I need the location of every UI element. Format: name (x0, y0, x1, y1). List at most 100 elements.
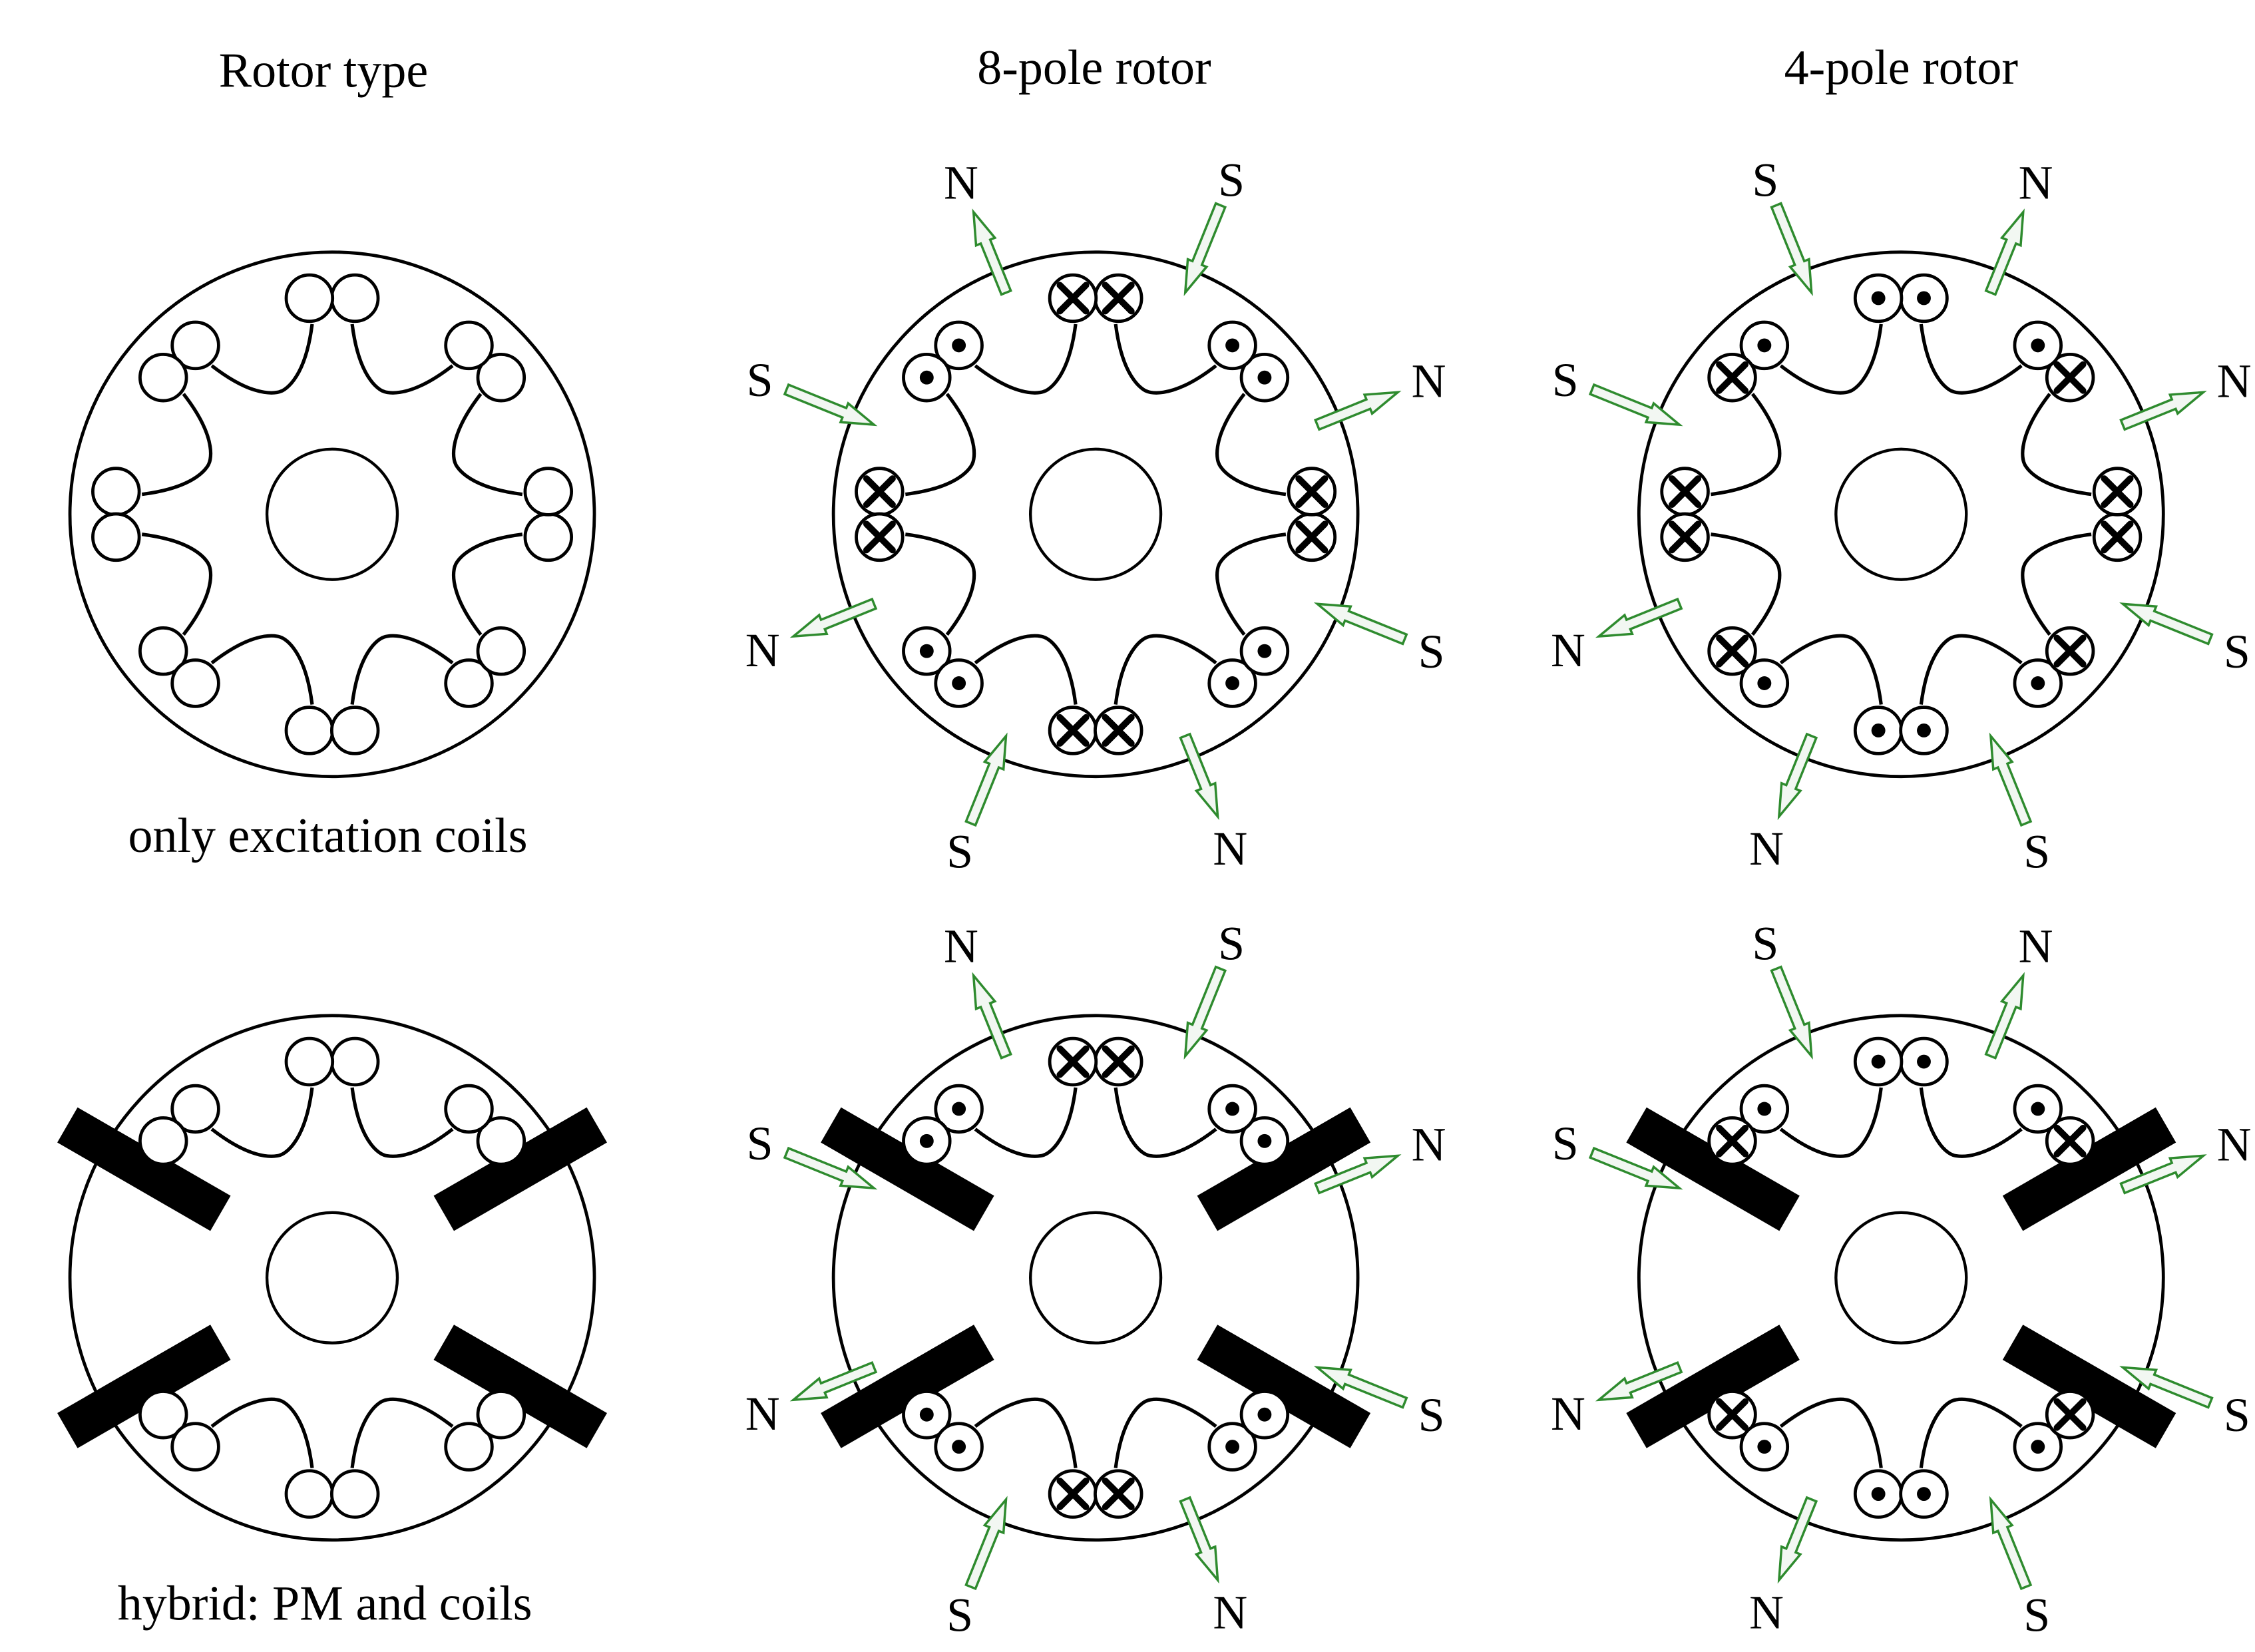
current-dot-symbol (1257, 1407, 1272, 1422)
conductor-slot (444, 658, 494, 708)
current-dot-symbol (2031, 1440, 2045, 1454)
current-dot-symbol (1917, 1054, 1931, 1069)
pole-label-north: N (2019, 919, 2053, 972)
pole-face (350, 1087, 454, 1158)
pole-label-south: S (2023, 1588, 2050, 1641)
field-arrow (1595, 1360, 1683, 1402)
current-cross-symbol (2053, 1124, 2087, 1157)
current-cross-symbol (2101, 475, 2134, 509)
conductor-slot (284, 706, 335, 755)
current-cross-symbol (2053, 361, 2087, 394)
pole-label-north: N (745, 1387, 780, 1440)
pole-face (974, 323, 1078, 395)
field-arrow (1595, 597, 1683, 638)
current-cross-symbol (1716, 361, 1749, 394)
permanent-magnet (1626, 1325, 1800, 1448)
pole-label-north: N (1551, 1387, 1585, 1440)
current-dot-symbol (952, 1440, 966, 1454)
current-cross-symbol (1102, 1045, 1135, 1078)
permanent-magnet (1197, 1325, 1371, 1448)
field-arrow (1314, 391, 1402, 431)
pole-face (451, 532, 523, 636)
field-arrow (1777, 1496, 1818, 1584)
field-arrow (2119, 391, 2207, 431)
pole-label-south: S (747, 353, 773, 407)
current-dot-symbol (919, 370, 934, 385)
current-dot-symbol (1757, 1440, 1772, 1454)
pole-face (905, 393, 976, 497)
pole-face (1215, 532, 1287, 636)
current-dot-symbol (2031, 676, 2045, 690)
field-arrow (972, 972, 1012, 1060)
current-dot-symbol (1871, 1487, 1886, 1501)
pole-label-south: S (1752, 153, 1778, 206)
shaft (1028, 447, 1163, 581)
conductor-slot (284, 273, 335, 323)
pole-face (1114, 1087, 1217, 1158)
pole-face (1114, 323, 1217, 395)
field-arrow (964, 1496, 1008, 1591)
pole-face (905, 532, 976, 636)
field-arrow (789, 1360, 878, 1402)
current-dot-symbol (1871, 723, 1886, 737)
current-dot-symbol (1225, 1440, 1240, 1454)
current-dot-symbol (1225, 1102, 1240, 1116)
pole-face (974, 1397, 1078, 1468)
conductor-slot (476, 626, 526, 676)
conductor-slot (329, 1469, 380, 1519)
conductor-slot (444, 1422, 494, 1472)
current-cross-symbol (1716, 634, 1749, 668)
header-4-pole-rotor: 4-pole rotor (1784, 41, 2018, 95)
current-dot-symbol (1917, 723, 1931, 737)
current-cross-symbol (1056, 1478, 1090, 1510)
pole-face (1779, 1087, 1883, 1158)
field-arrow (1588, 383, 1683, 427)
current-dot-symbol (1225, 676, 1240, 690)
conductor-slot (284, 1469, 335, 1519)
field-arrow (783, 383, 878, 427)
field-arrow (1770, 965, 1813, 1060)
rotor-excitation-only (68, 250, 596, 779)
permanent-magnet (1197, 1107, 1371, 1231)
pole-face (210, 1397, 314, 1468)
conductor-slot (523, 467, 574, 516)
pole-label-north: N (1213, 822, 1247, 875)
current-dot-symbol (952, 676, 966, 690)
pole-label-north: N (944, 156, 978, 209)
pole-label-south: S (946, 1588, 973, 1641)
field-arrow (1777, 732, 1818, 821)
conductor-slot (170, 320, 220, 371)
permanent-magnet (821, 1325, 994, 1448)
field-arrow (1314, 1154, 1402, 1195)
field-arrow (1313, 1366, 1408, 1409)
current-dot-symbol (952, 338, 966, 353)
field-arrow (1588, 1146, 1683, 1190)
pole-face (2021, 393, 2092, 497)
current-dot-symbol (1757, 676, 1772, 690)
field-arrow (1183, 202, 1227, 296)
header-8-pole-rotor: 8-pole rotor (977, 41, 1211, 95)
current-cross-symbol (863, 520, 896, 554)
pole-face (350, 634, 454, 705)
field-arrow (1179, 1496, 1219, 1584)
current-dot-symbol (1757, 338, 1772, 353)
current-cross-symbol (1295, 475, 1329, 509)
permanent-magnet (433, 1325, 607, 1448)
current-cross-symbol (1102, 714, 1135, 747)
pole-face (1779, 634, 1883, 705)
pole-face (350, 1397, 454, 1468)
conductor-slot (329, 706, 380, 755)
pole-label-south: S (1752, 917, 1778, 970)
current-dot-symbol (1917, 1487, 1931, 1501)
conductor-slot (284, 1036, 335, 1087)
current-dot-symbol (1257, 644, 1272, 658)
field-arrow (1183, 965, 1227, 1060)
pole-label-north: N (2217, 1118, 2252, 1171)
pole-face (1711, 393, 1782, 497)
current-cross-symbol (863, 475, 896, 509)
shaft (1834, 447, 1968, 581)
